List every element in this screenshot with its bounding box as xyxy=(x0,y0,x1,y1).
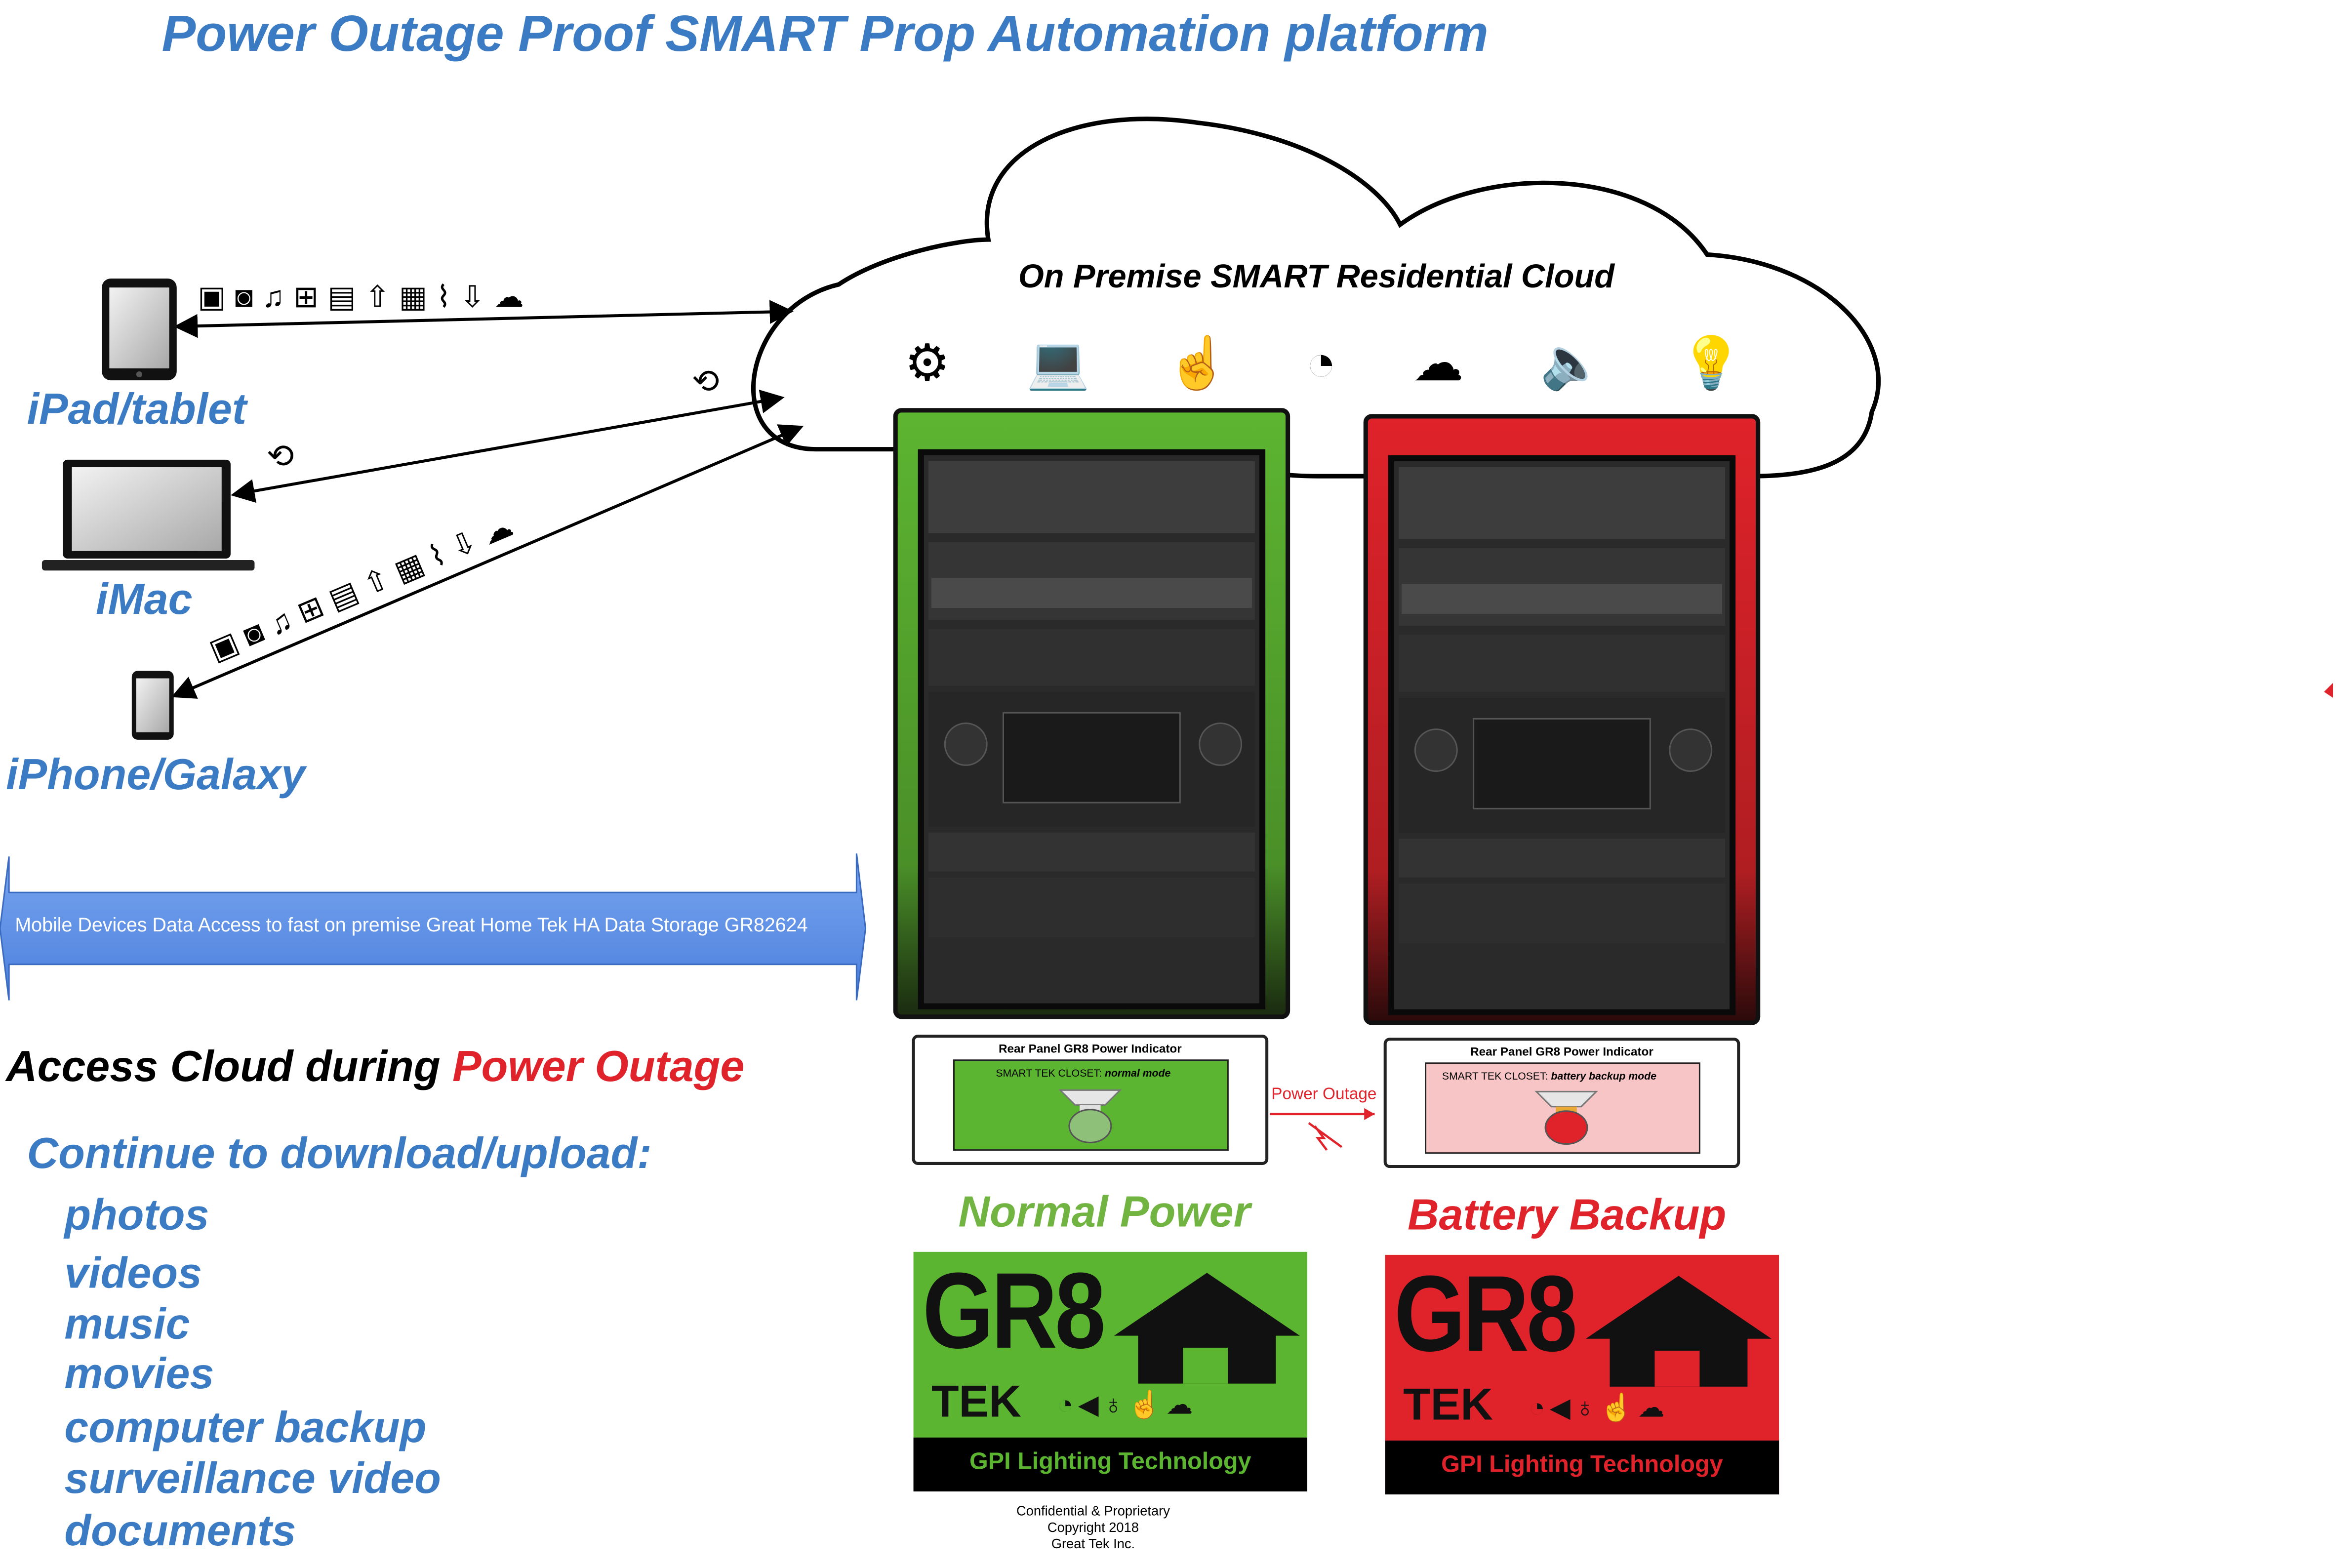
paperclip-icon: ⌇ xyxy=(436,281,460,315)
red-lamp-icon xyxy=(1534,1090,1598,1145)
cloud-download-icon: ☁ xyxy=(1412,335,1464,393)
footer-confidential: Confidential & Proprietary xyxy=(1016,1503,1170,1519)
power-outage-label: Power Outage xyxy=(1271,1086,1377,1104)
data-access-banner: Mobile Devices Data Access to fast on pr… xyxy=(15,913,808,936)
tablet-icon xyxy=(102,278,177,381)
battery-mode-label: battery backup mode xyxy=(1551,1072,1657,1083)
normal-logo-tagline: GPI Lighting Technology xyxy=(969,1449,1251,1475)
wifi-icon: ◔ xyxy=(1057,1389,1078,1420)
normal-panel-title: Rear Panel GR8 Power Indicator xyxy=(998,1042,1182,1056)
no-power-icon xyxy=(1308,1122,1343,1151)
sync-icon: ⟲ xyxy=(266,437,294,475)
footer-copyright: Copyright 2018 xyxy=(1047,1520,1139,1535)
edge-marker-icon xyxy=(2324,683,2334,698)
imac-icon xyxy=(41,459,255,571)
cloud-label: On Premise SMART Residential Cloud xyxy=(1018,257,1614,295)
lightbulb-icon: 💡 xyxy=(1679,335,1743,393)
download-icon: ⇩ xyxy=(460,281,494,315)
green-lamp-icon xyxy=(1058,1089,1122,1144)
cloud-upload-icon: ☁ xyxy=(494,281,533,315)
battery-rack-equipment xyxy=(1388,455,1736,1015)
lightbulb-icon: ♁ xyxy=(1103,1389,1128,1420)
cloud-icons-row: ⚙ 💻 ☝ ◔ ☁ 🔈 💡 xyxy=(904,329,1743,398)
page-title: Power Outage Proof SMART Prop Automation… xyxy=(161,6,1489,63)
upload-icon: ⇧ xyxy=(364,281,399,315)
content-type-item: photos xyxy=(64,1192,209,1240)
wifi-icon: ◔ xyxy=(1305,334,1337,392)
touch-icon: ☝ xyxy=(1166,335,1230,393)
content-type-item: computer backup xyxy=(64,1405,427,1453)
footer: Confidential & Proprietary Copyright 201… xyxy=(973,1503,1213,1553)
normal-logo-icons: ◔◀♁☝☁ xyxy=(1057,1390,1198,1421)
camera-icon: ◙ xyxy=(235,281,262,315)
image-icon: ▣ xyxy=(198,281,235,315)
normal-power-label: Normal Power xyxy=(958,1189,1250,1237)
speaker-icon: 🔈 xyxy=(1539,335,1604,393)
cloud-shape xyxy=(751,117,1881,479)
battery-backup-label: Battery Backup xyxy=(1408,1192,1727,1240)
speaker-icon: ◀ xyxy=(1549,1392,1575,1423)
imac-arrow xyxy=(231,389,785,503)
device-label-tablet: iPad/tablet xyxy=(27,386,247,435)
phone-icon xyxy=(131,671,174,740)
battery-logo-brand: GR8 xyxy=(1394,1254,1577,1375)
access-heading: Access Cloud during Power Outage xyxy=(6,1044,744,1093)
gears-icon: ⚙ xyxy=(904,335,950,393)
tablet-arrow xyxy=(173,300,794,338)
wifi-icon: ◔ xyxy=(1529,1392,1550,1423)
battery-house-icon xyxy=(1585,1276,1772,1387)
content-type-item: videos xyxy=(64,1250,202,1298)
touch-icon: ☝ xyxy=(1128,1389,1166,1420)
data-access-banner-shape xyxy=(0,853,867,1001)
normal-mode-label: normal mode xyxy=(1104,1069,1171,1080)
battery-panel-title: Rear Panel GR8 Power Indicator xyxy=(1470,1045,1653,1059)
cloud-download-icon: ☁ xyxy=(1638,1392,1669,1423)
closet-label: SMART TEK CLOSET: xyxy=(1442,1072,1548,1083)
normal-closet-status: SMART TEK CLOSET: normal mode xyxy=(996,1069,1170,1080)
plus-icon: ⊞ xyxy=(293,281,328,315)
content-type-item: surveillance video xyxy=(64,1455,441,1504)
laptop-icon: 💻 xyxy=(1026,335,1090,393)
normal-logo-brand: GR8 xyxy=(922,1251,1106,1372)
access-highlight: Power Outage xyxy=(452,1044,745,1092)
speaker-icon: ◀ xyxy=(1078,1389,1103,1420)
tablet-data-icons: ▣◙♫⊞▤⇧▦⌇⇩☁ xyxy=(198,279,533,316)
sync-icon: ⟲ xyxy=(691,362,720,400)
continue-heading: Continue to download/upload: xyxy=(27,1130,652,1179)
content-type-item: movies xyxy=(64,1350,214,1399)
film-icon: ▤ xyxy=(327,281,365,315)
normal-logo-tek: TEK xyxy=(931,1377,1021,1427)
phone-arrow xyxy=(171,424,804,699)
access-prefix: Access Cloud during xyxy=(6,1044,453,1092)
touch-icon: ☝ xyxy=(1599,1392,1638,1423)
content-type-item: music xyxy=(64,1301,190,1349)
content-type-item: documents xyxy=(64,1508,296,1556)
normal-house-icon xyxy=(1114,1273,1300,1384)
lightbulb-icon: ♁ xyxy=(1574,1392,1600,1423)
footer-company: Great Tek Inc. xyxy=(1051,1536,1135,1552)
closet-label: SMART TEK CLOSET: xyxy=(996,1069,1102,1080)
device-label-phone: iPhone/Galaxy xyxy=(6,752,306,800)
battery-logo-icons: ◔◀♁☝☁ xyxy=(1529,1393,1669,1424)
clapper-icon: ▦ xyxy=(399,281,437,315)
cloud-download-icon: ☁ xyxy=(1166,1389,1198,1420)
device-label-imac: iMac xyxy=(96,576,193,625)
battery-closet-status: SMART TEK CLOSET: battery backup mode xyxy=(1442,1072,1656,1083)
music-icon: ♫ xyxy=(262,281,294,315)
battery-logo-tagline: GPI Lighting Technology xyxy=(1441,1452,1723,1478)
battery-logo-tek: TEK xyxy=(1403,1380,1493,1430)
normal-rack-equipment xyxy=(918,449,1266,1009)
